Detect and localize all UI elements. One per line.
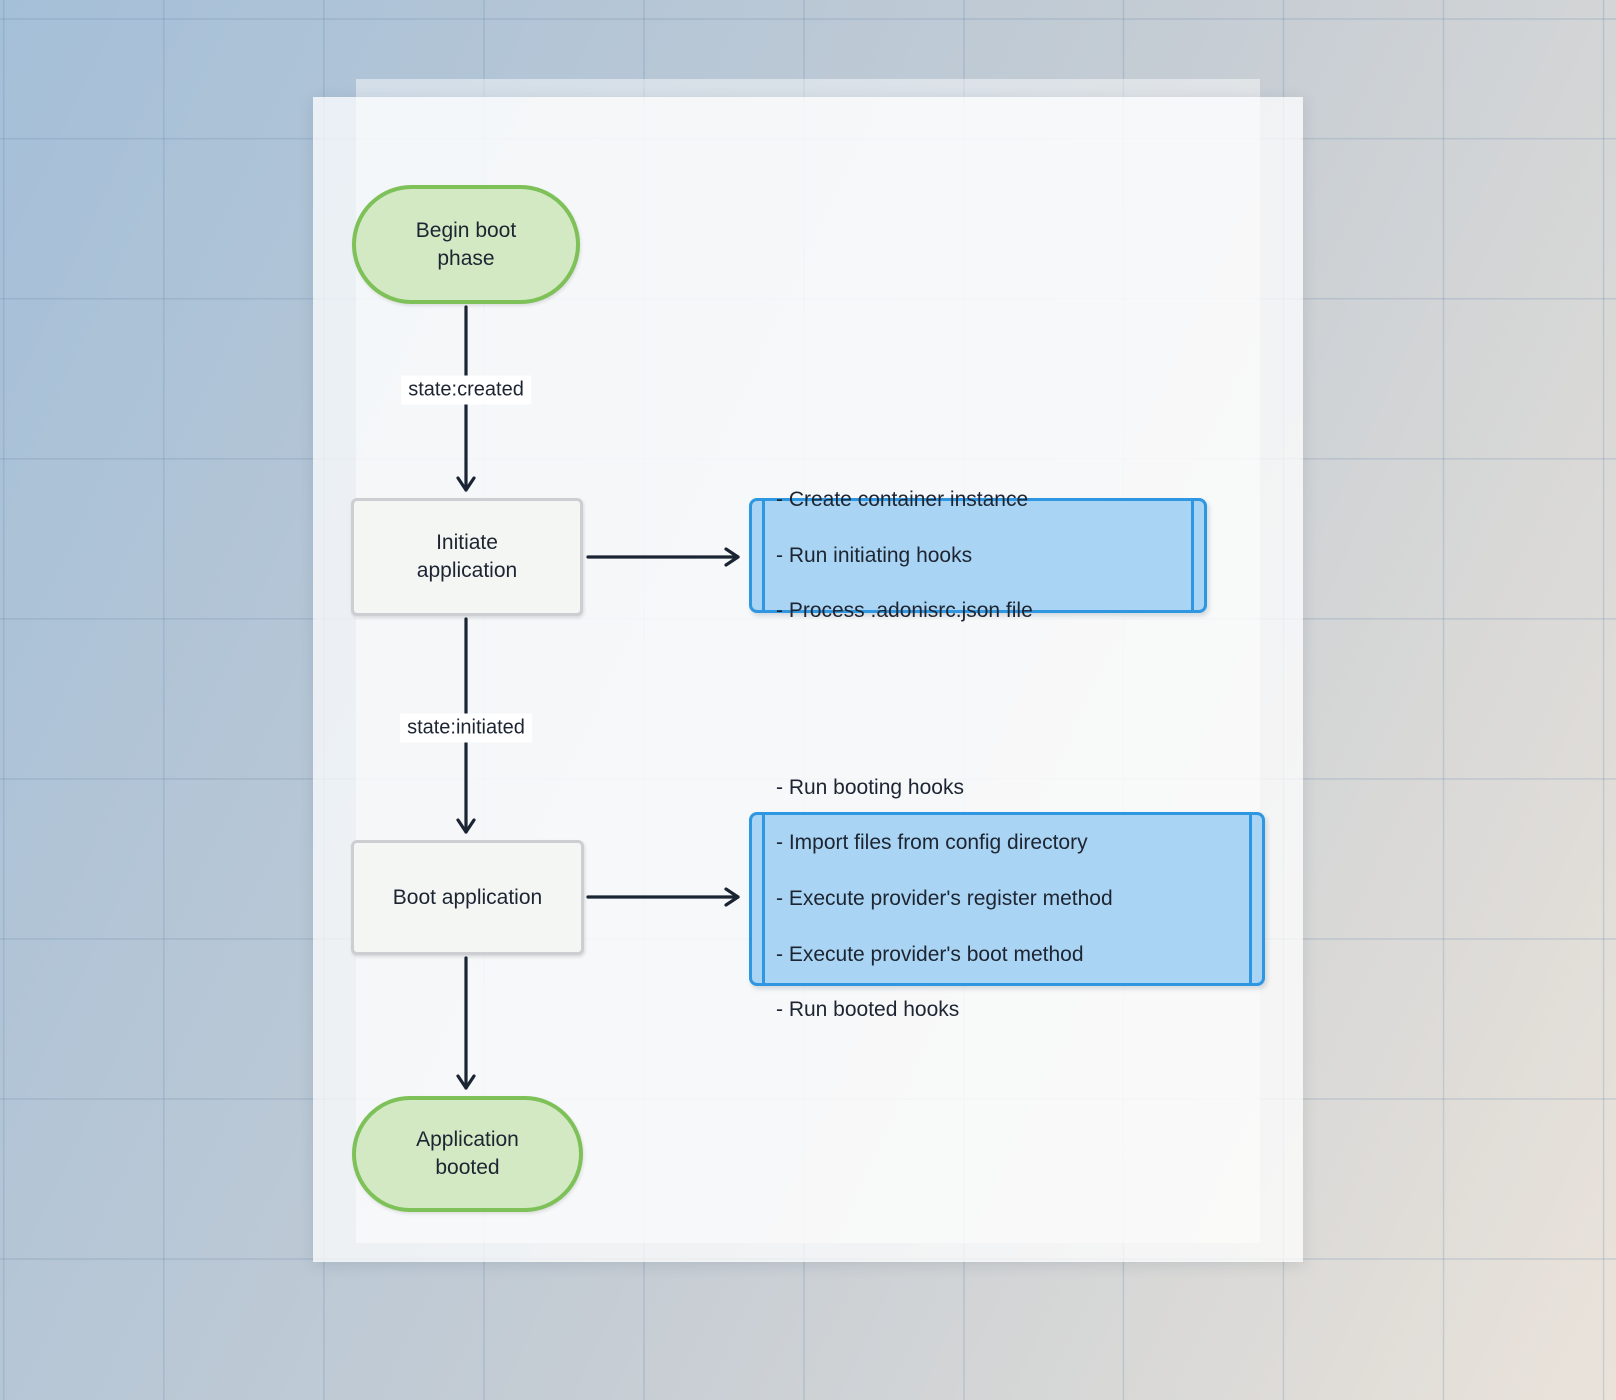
node-initiate-application: Initiate application	[351, 498, 583, 616]
boot-action-list: - Run booting hooks - Import files from …	[752, 746, 1113, 1052]
action-item: - Execute provider's boot method	[776, 942, 1084, 966]
node-boot-application: Boot application	[351, 840, 584, 955]
action-item: - Run booting hooks	[776, 775, 964, 799]
subroutine-boot-actions: - Run booting hooks - Import files from …	[749, 776, 1265, 1021]
node-application-booted: Application booted	[352, 1096, 583, 1212]
edge-label-state-initiated: state:initiated	[400, 713, 532, 743]
action-item: - Run booted hooks	[776, 998, 960, 1022]
edge-label-state-created: state:created	[401, 375, 531, 405]
initiate-action-list: - Create container instance - Run initia…	[752, 458, 1033, 653]
action-item: - Import files from config directory	[776, 831, 1088, 855]
node-begin-boot-phase: Begin boot phase	[352, 185, 580, 304]
action-item: - Process .adonisrc.json file	[776, 599, 1033, 623]
action-item: - Create container instance	[776, 487, 1029, 511]
action-item: - Execute provider's register method	[776, 887, 1113, 910]
action-item: - Run initiating hooks	[776, 543, 973, 567]
subroutine-initiate-actions: - Create container instance - Run initia…	[749, 488, 1207, 622]
